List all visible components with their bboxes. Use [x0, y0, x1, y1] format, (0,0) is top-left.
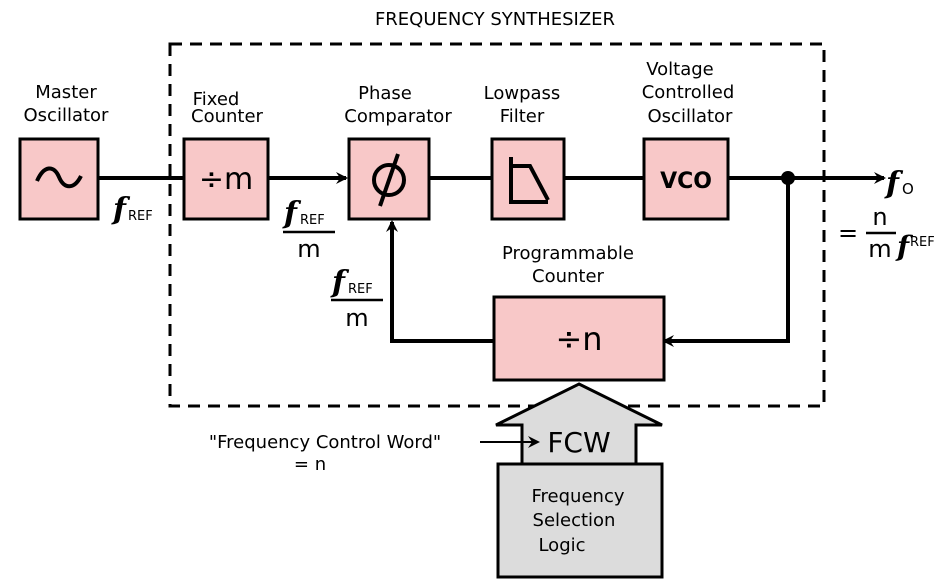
master-oscillator-label-1: Master: [35, 82, 97, 103]
feedback-wire-to-phase-comparator: [386, 220, 494, 343]
svg-text:O: O: [902, 180, 914, 198]
vco-label-3: Oscillator: [648, 106, 734, 127]
svg-text:n: n: [872, 203, 887, 231]
svg-text:REF: REF: [910, 235, 935, 250]
diagram-title: FREQUENCY SYNTHESIZER: [375, 9, 615, 30]
phase-comparator-label-1: Phase: [358, 83, 412, 104]
lowpass-response-icon: [509, 157, 550, 204]
frequency-selection-logic-label-2: Selection: [533, 510, 616, 531]
fixed-counter-label-2: Counter: [191, 106, 264, 127]
lowpass-filter-block: [490, 137, 566, 221]
feedback-wire-to-programmable-counter: [662, 178, 790, 347]
divide-n-symbol: ÷n: [555, 320, 602, 358]
svg-text:m: m: [297, 235, 320, 263]
frequency-selection-logic-label-3: Logic: [538, 535, 585, 556]
fixed-counter-label-1: Fixed: [193, 89, 240, 110]
synthesizer-boundary: [168, 42, 826, 408]
programmable-counter-label-1: Programmable: [502, 243, 634, 264]
svg-text:f: f: [884, 166, 904, 201]
frequency-selection-logic-label-1: Frequency: [532, 486, 625, 507]
svg-text:f: f: [330, 265, 350, 300]
output-frequency-label: f O = n m f REF: [838, 166, 935, 263]
programmable-counter-block: [492, 295, 666, 382]
svg-text:m: m: [868, 235, 891, 263]
programmable-counter-label-2: Counter: [532, 266, 605, 287]
lowpass-filter-label-2: Filter: [500, 106, 545, 127]
master-oscillator-label-2: Oscillator: [24, 105, 110, 126]
fcw-symbol: FCW: [547, 426, 610, 459]
lowpass-filter-label-1: Lowpass: [484, 83, 561, 104]
phase-comparator-label-2: Comparator: [344, 106, 452, 127]
frequency-selection-logic-block: [496, 462, 664, 579]
svg-text:=: =: [838, 219, 858, 247]
svg-text:REF: REF: [348, 282, 373, 297]
svg-text:REF: REF: [128, 209, 153, 224]
divide-m-symbol: ÷m: [199, 162, 253, 197]
vco-symbol: VCO: [660, 169, 712, 194]
svg-text:REF: REF: [300, 213, 325, 228]
fref-label: f REF: [111, 192, 153, 227]
phi-icon: [372, 153, 406, 207]
svg-text:m: m: [345, 304, 368, 332]
fcw-label-1: "Frequency Control Word": [209, 432, 441, 453]
fref-over-m-label-1: f REF m: [282, 196, 335, 263]
vco-label-1: Voltage: [646, 59, 714, 80]
svg-text:f: f: [282, 196, 302, 231]
sine-wave-icon: [35, 166, 83, 189]
vco-label-2: Controlled: [642, 82, 735, 103]
fref-over-m-label-2: f REF m: [330, 265, 383, 332]
fcw-label-2: = n: [294, 454, 326, 475]
